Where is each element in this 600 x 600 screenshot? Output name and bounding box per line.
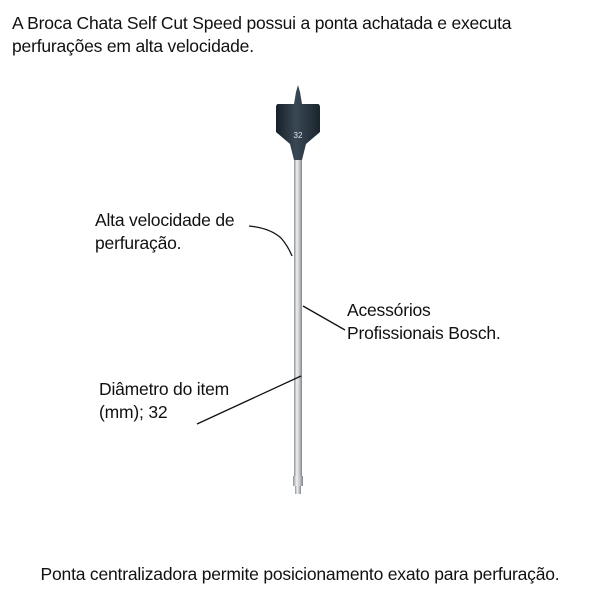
drill-blade: 32 (276, 85, 320, 160)
intro-text: A Broca Chata Self Cut Speed possui a po… (12, 13, 512, 56)
callout-diameter: Diâmetro do item (mm); 32 (99, 379, 230, 422)
callout-line-accessories (302, 305, 346, 331)
bit-size-marking: 32 (294, 131, 303, 140)
callout-line-diameter (196, 375, 302, 425)
callout-speed: Alta velocidade de perfuração. (95, 210, 235, 253)
callout-line-speed (248, 225, 293, 257)
footer-text: Ponta centralizadora permite posicioname… (40, 564, 560, 584)
drill-shaft (293, 158, 303, 494)
callout-accessories: Acessórios Profissionais Bosch. (347, 300, 501, 343)
